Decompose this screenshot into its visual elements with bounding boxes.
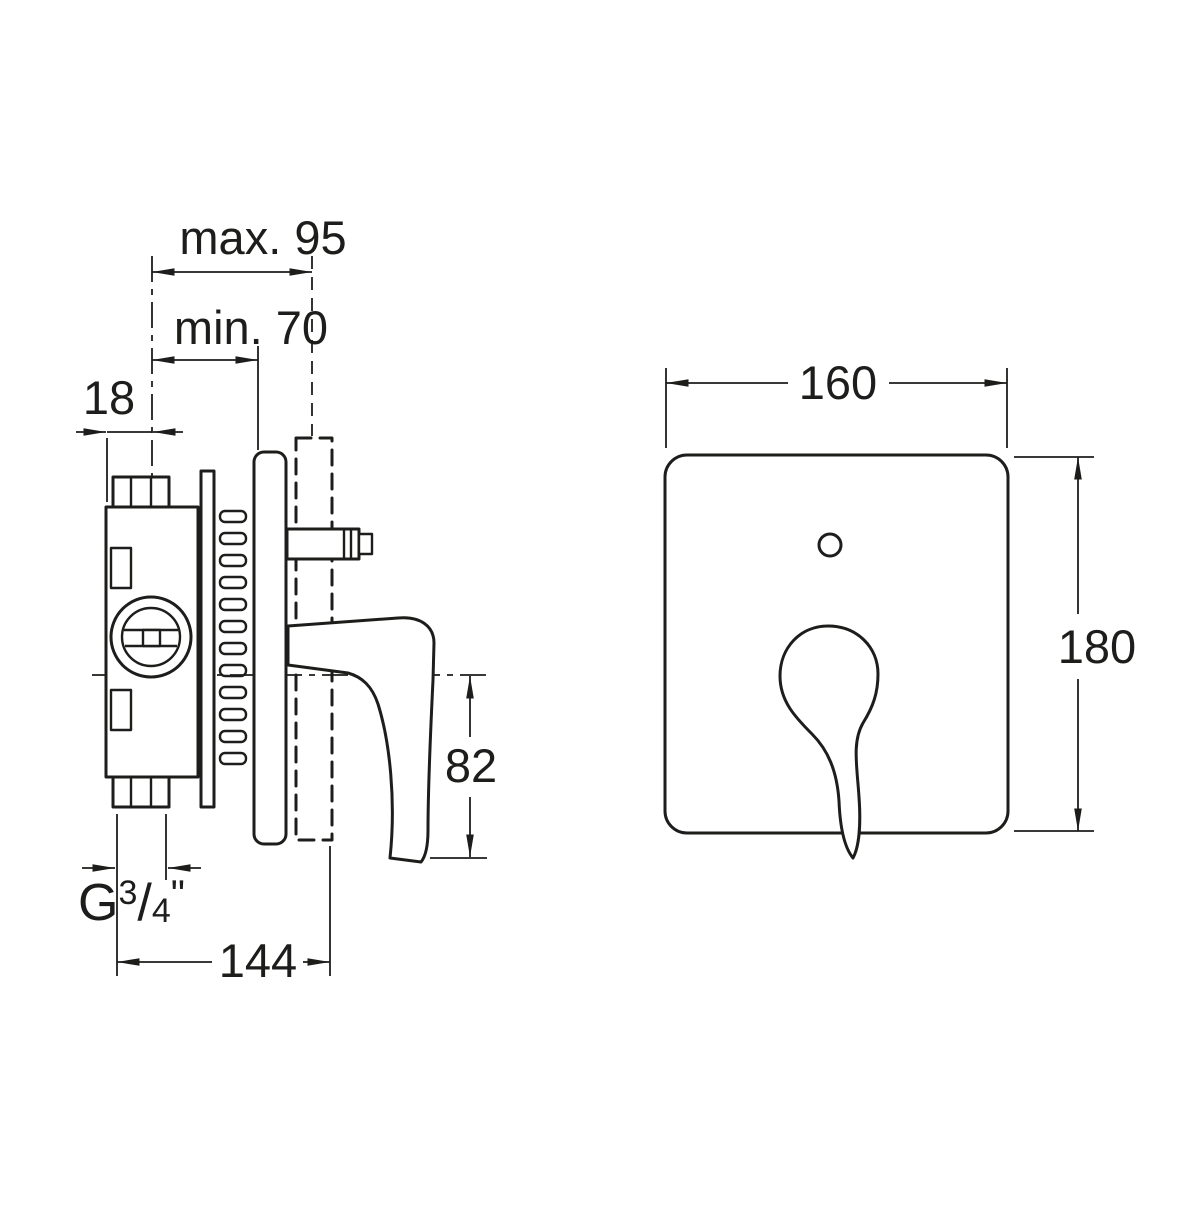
outlet-stub-tip [357,532,374,556]
diverter-button [817,532,843,558]
escutcheon-plate-side [252,450,288,846]
cartridge-rib [218,575,248,590]
valve-port-lower [109,688,133,732]
thread-denominator: 4 [152,892,171,930]
dim-height-180: 180 [1058,457,1136,831]
inlet-hex-top [111,475,171,509]
dim-width-160: 160 [666,356,1007,409]
dim-label-82: 82 [445,739,497,792]
cartridge-rib [218,553,248,568]
cartridge-ribs [218,509,248,766]
dim-label-180: 180 [1058,620,1136,673]
mounting-bracket [199,469,216,809]
dim-label-144: 144 [219,934,297,987]
dim-max-depth: max. 95 [152,211,347,276]
handle-side [286,616,436,864]
valve-port-upper [109,546,133,590]
dim-label-160: 160 [799,356,877,409]
dim-label-thread: G3/4" [78,873,185,932]
dim-thread: G3/4" [78,864,201,932]
valve-elbow-circle-inner [120,606,182,668]
cartridge-rib [218,729,248,744]
dim-total-144: 144 [117,934,330,987]
thread-slash: / [137,874,152,932]
thread-inches-mark: " [171,873,185,917]
thread-numerator: 3 [118,874,137,912]
dim-min-depth: min. 70 [152,301,328,364]
cartridge-rib [218,707,248,722]
dim-drop-82: 82 [445,676,497,857]
dim-offset-18: 18 [76,371,183,436]
screw-slot [141,628,162,648]
cartridge-rib [218,641,248,656]
dim-label-max95: max. 95 [179,211,346,264]
thread-prefix: G [78,874,118,932]
outlet-stub [285,527,361,561]
handle-front [778,624,880,860]
front-view: 160 180 [663,356,1136,860]
cartridge-rib [218,663,248,678]
cartridge-rib [218,509,248,524]
cartridge-rib [218,619,248,634]
dim-label-min70: min. 70 [174,301,328,354]
cartridge-rib [218,531,248,546]
side-view: max. 95 min. 70 18 82 G3/4" [76,211,497,987]
inlet-hex-bottom [111,775,171,809]
dim-label-18: 18 [83,371,135,424]
cartridge-rib [218,685,248,700]
cartridge-rib [218,751,248,766]
cartridge-rib [218,597,248,612]
